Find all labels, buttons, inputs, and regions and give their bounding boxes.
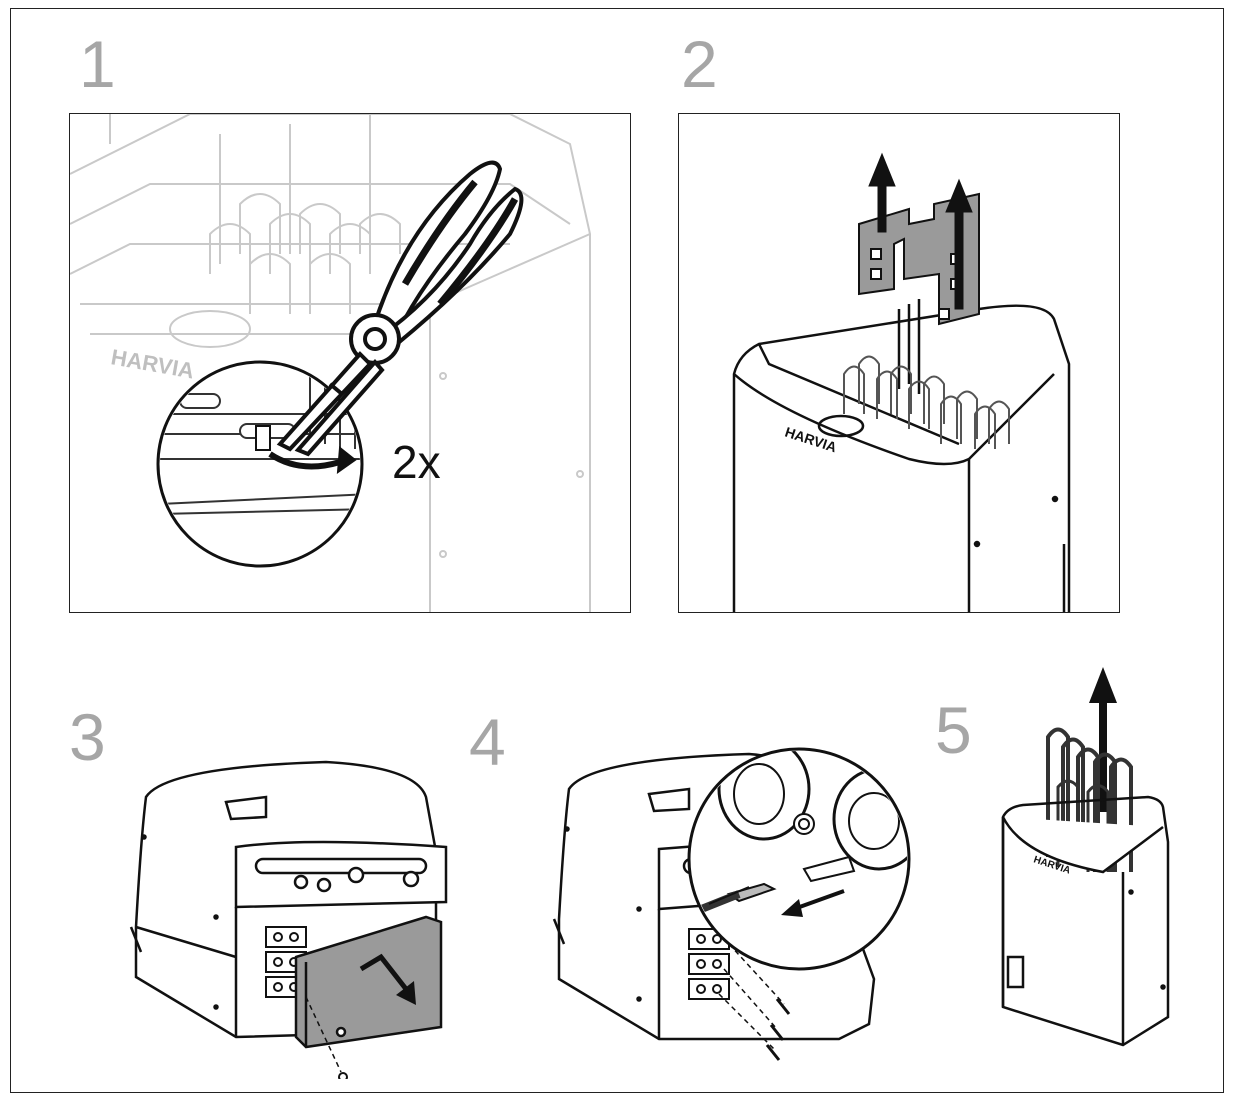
heater-body xyxy=(1001,795,1170,1047)
left-arrow-icon xyxy=(781,889,845,917)
step-2-illustration: HARVIA xyxy=(732,152,1071,612)
detail-magnifier xyxy=(687,747,911,971)
up-arrow-icon-2 xyxy=(945,178,973,310)
curved-arrow-head xyxy=(336,446,357,475)
repeat-count-label: 2x xyxy=(392,436,441,488)
brand-logo: HARVIA xyxy=(109,344,196,383)
cover-plate xyxy=(294,915,443,1049)
instruction-sheet: 1 2 3 4 5 xyxy=(10,8,1224,1093)
step-5-illustration: HARVIA xyxy=(983,667,1173,1067)
screw-guide-line xyxy=(305,996,342,1073)
down-right-arrow-icon xyxy=(359,953,408,991)
heating-elements xyxy=(1046,727,1133,872)
step-number-1: 1 xyxy=(79,27,116,101)
heater-outline-faded xyxy=(70,114,591,612)
step-1-illustration: HARVIA xyxy=(70,114,591,612)
up-arrow-icon xyxy=(868,152,896,233)
step-number-2: 2 xyxy=(681,27,718,101)
pliers-icon xyxy=(276,160,524,457)
step-number-5: 5 xyxy=(935,693,972,767)
screw-guide-lines xyxy=(718,943,785,1050)
step-number-3: 3 xyxy=(69,700,106,774)
step-2-panel: HARVIA xyxy=(678,113,1120,613)
heater-body xyxy=(732,299,1071,612)
screw-icon xyxy=(765,998,791,1061)
step-3-illustration xyxy=(126,757,466,1079)
step-number-4: 4 xyxy=(469,705,506,779)
step-1-panel: HARVIA xyxy=(69,113,631,613)
curved-arrow-icon xyxy=(268,451,341,470)
arrow-head xyxy=(396,981,416,1005)
step-4-illustration xyxy=(549,729,924,1074)
screw-icon xyxy=(338,1072,348,1079)
heating-elements xyxy=(843,355,1010,449)
